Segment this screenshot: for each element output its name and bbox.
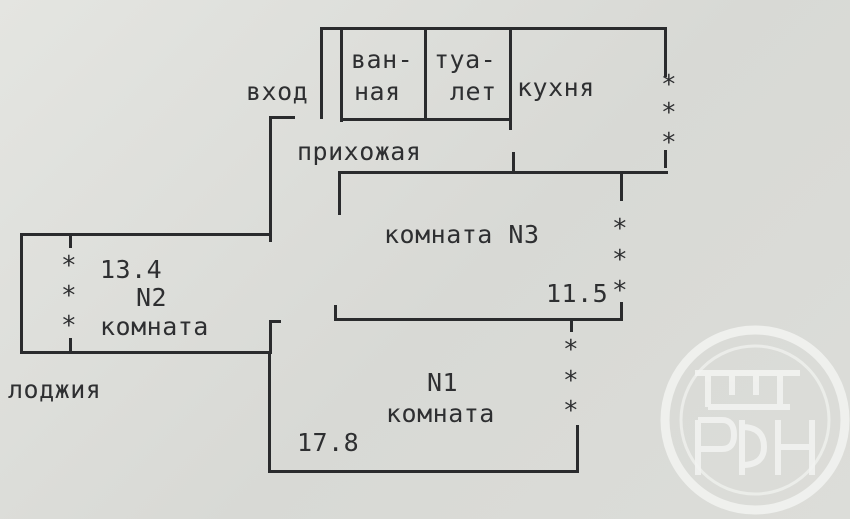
window-mark-icon: *: [61, 251, 77, 281]
window-mark-icon: *: [661, 128, 677, 158]
stamp-icon: [660, 325, 850, 515]
loggia-label: лоджия: [8, 375, 102, 404]
wall: [334, 305, 337, 321]
wall: [269, 116, 272, 242]
wall: [664, 150, 667, 168]
wall: [268, 470, 579, 473]
wall: [620, 171, 623, 201]
wall: [620, 302, 623, 320]
room3-area: 11.5: [546, 279, 609, 308]
window-mark-icon: *: [563, 335, 579, 365]
wall: [424, 30, 427, 120]
window-mark-icon: *: [661, 98, 677, 128]
room1-label: комната: [386, 399, 495, 428]
toilet-label: лет: [450, 77, 497, 106]
wall: [512, 152, 515, 172]
bathroom-label: ная: [354, 77, 401, 106]
wall: [20, 233, 270, 236]
window-mark-icon: *: [612, 245, 628, 275]
wall: [570, 318, 573, 332]
wall: [334, 318, 623, 321]
bathroom-label: ван-: [351, 45, 414, 74]
toilet-label: туа-: [434, 45, 497, 74]
wall: [576, 425, 579, 473]
window-mark-icon: *: [612, 276, 628, 306]
wall: [320, 27, 323, 119]
room3-label: комната N3: [384, 220, 540, 249]
wall: [269, 320, 281, 323]
window-mark-icon: *: [563, 366, 579, 396]
window-mark-icon: *: [612, 214, 628, 244]
wall: [340, 30, 343, 122]
wall: [509, 30, 512, 130]
kitchen-label: кухня: [517, 73, 595, 102]
wall: [338, 171, 341, 215]
wall: [338, 171, 668, 174]
entrance-label: вход: [246, 77, 309, 106]
wall: [268, 354, 271, 473]
wall: [269, 116, 295, 119]
window-mark-icon: *: [61, 311, 77, 341]
wall: [69, 338, 72, 352]
room1-number: N1: [427, 368, 459, 397]
wall: [69, 236, 72, 248]
wall: [20, 351, 270, 354]
wall: [20, 233, 23, 354]
window-mark-icon: *: [563, 396, 579, 426]
wall: [664, 27, 667, 77]
room1-area: 17.8: [297, 428, 360, 457]
room2-number: N2: [136, 283, 168, 312]
wall: [320, 27, 667, 30]
window-mark-icon: *: [61, 281, 77, 311]
window-mark-icon: *: [661, 70, 677, 100]
hallway-label: прихожая: [297, 137, 422, 166]
room2-label: комната: [100, 312, 209, 341]
room2-area: 13.4: [100, 255, 163, 284]
wall: [269, 320, 272, 354]
